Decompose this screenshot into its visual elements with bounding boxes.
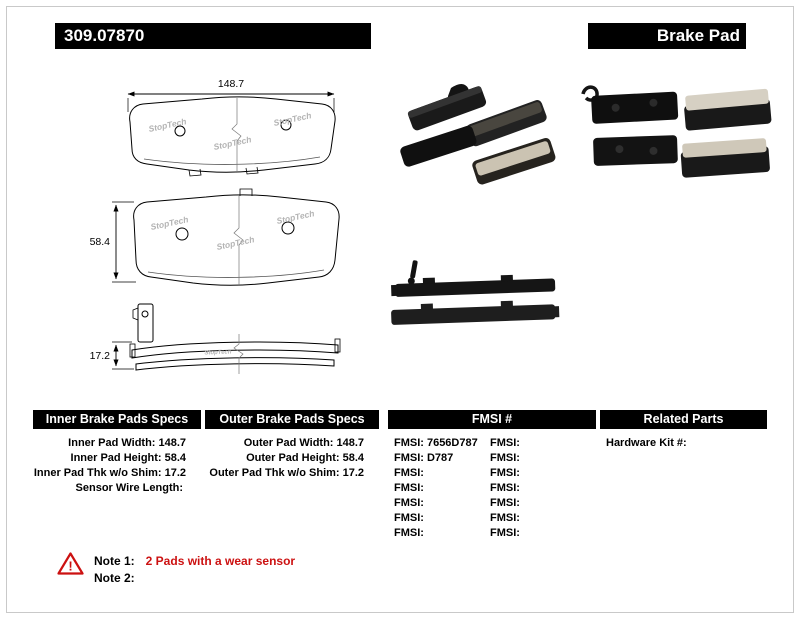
spec-row: Outer Pad Height:58.4 (246, 452, 364, 464)
svg-text:StopTech: StopTech (273, 110, 313, 128)
fmsi-row: FMSI: (394, 527, 424, 539)
related-parts-column: Related Parts Hardware Kit #: (600, 410, 767, 451)
fmsi-right-subcolumn: FMSI: FMSI: FMSI: FMSI: FMSI: FMSI: FMSI… (490, 436, 523, 541)
photo-front-pads-angled (400, 84, 556, 185)
fmsi-header: FMSI # (388, 410, 596, 429)
note2-label: Note 2: (94, 571, 135, 585)
fmsi-row: FMSI: (394, 512, 424, 524)
stoptech-watermarks-top: StopTech StopTech StopTech (148, 110, 313, 152)
svg-text:StopTech: StopTech (213, 134, 253, 152)
outer-specs-rows: Outer Pad Width:148.7 Outer Pad Height:5… (205, 436, 379, 481)
note1-label: Note 1: (94, 554, 135, 568)
fmsi-row: FMSI:D787 (394, 452, 454, 464)
fmsi-rows: FMSI:7656D787 FMSI:D787 FMSI: FMSI: FMSI… (388, 436, 596, 541)
svg-text:StopTech: StopTech (204, 350, 232, 357)
spec-row: Inner Pad Width:148.7 (68, 437, 186, 449)
spec-row: Outer Pad Width:148.7 (243, 437, 364, 449)
height-view-drawing (112, 188, 340, 286)
dim-width-label: 148.7 (218, 78, 244, 90)
spec-row: Inner Pad Thk w/o Shim:17.2 (33, 467, 186, 479)
stoptech-watermarks-middle: StopTech StopTech StopTech (150, 208, 316, 252)
inner-specs-header: Inner Brake Pads Specs (33, 410, 201, 429)
fmsi-left-subcolumn: FMSI:7656D787 FMSI:D787 FMSI: FMSI: FMSI… (388, 436, 490, 541)
svg-text:StopTech: StopTech (150, 214, 190, 232)
fmsi-row: FMSI: (490, 527, 520, 539)
note1-line: Note 1: 2 Pads with a wear sensor (94, 554, 295, 568)
svg-text:!: ! (68, 559, 72, 574)
note1-text: 2 Pads with a wear sensor (145, 554, 296, 568)
dim-thickness-label: 17.2 (90, 350, 111, 362)
product-name-bar: Brake Pad (588, 23, 746, 49)
product-photos (391, 84, 772, 325)
spec-row: Sensor Wire Length: (75, 482, 183, 494)
related-parts-rows: Hardware Kit #: (600, 436, 767, 451)
fmsi-column: FMSI # FMSI:7656D787 FMSI:D787 FMSI: FMS… (388, 410, 596, 541)
fmsi-row: FMSI: (394, 482, 424, 494)
fmsi-row: FMSI: (490, 467, 520, 479)
fmsi-row: FMSI: (490, 482, 520, 494)
spec-row: Outer Pad Thk w/o Shim:17.2 (209, 467, 364, 479)
fmsi-row: FMSI: (394, 467, 424, 479)
technical-drawing: 148.7 StopTech StopTech StopTech 58.4 St… (90, 78, 341, 374)
photo-pad-set (581, 85, 772, 178)
dim-height-label: 58.4 (90, 236, 111, 248)
outer-specs-header: Outer Brake Pads Specs (205, 410, 379, 429)
fmsi-row: FMSI: (490, 497, 520, 509)
photo-side-view-pads (391, 260, 560, 325)
front-view-drawing (127, 91, 336, 177)
fmsi-row: FMSI: (394, 497, 424, 509)
fmsi-row: FMSI: (490, 512, 520, 524)
svg-text:StopTech: StopTech (216, 234, 256, 252)
inner-specs-column: Inner Brake Pads Specs Inner Pad Width:1… (33, 410, 201, 496)
product-name: Brake Pad (656, 26, 740, 45)
fmsi-row: FMSI: (490, 452, 520, 464)
related-parts-header: Related Parts (600, 410, 767, 429)
inner-specs-rows: Inner Pad Width:148.7 Inner Pad Height:5… (33, 436, 201, 496)
spec-row: Inner Pad Height:58.4 (70, 452, 186, 464)
part-number-bar: 309.07870 (55, 23, 371, 49)
svg-text:StopTech: StopTech (276, 208, 316, 226)
fmsi-row: FMSI: (490, 437, 520, 449)
outer-specs-column: Outer Brake Pads Specs Outer Pad Width:1… (205, 410, 379, 481)
stoptech-watermark-side: StopTech (204, 350, 232, 357)
svg-text:StopTech: StopTech (148, 116, 188, 134)
warning-icon: ! (57, 552, 84, 575)
spec-row: Hardware Kit #: (606, 437, 687, 449)
note2-line: Note 2: (94, 571, 146, 585)
side-view-drawing (112, 303, 341, 374)
fmsi-row: FMSI:7656D787 (394, 437, 478, 449)
part-number: 309.07870 (64, 26, 145, 45)
